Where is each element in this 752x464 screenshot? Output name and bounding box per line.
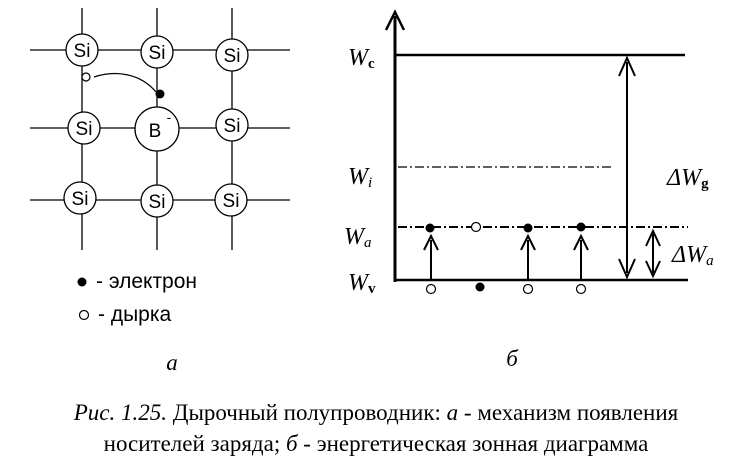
valence-electron (475, 282, 485, 292)
caption-fig-number: Рис. 1.25. (73, 400, 167, 425)
si-atom: Si (215, 38, 249, 72)
transfer-curve (93, 72, 157, 93)
lattice-hole (81, 72, 91, 82)
excitation-arrow (423, 233, 439, 280)
lattice-diagram: Si Si Si Si B - Si Si Si (30, 8, 290, 375)
si-atom: Si (214, 183, 248, 217)
legend-hole-marker (78, 309, 90, 321)
caption-b-letter: б (285, 431, 298, 456)
caption-a-text: - механизм появления (463, 400, 679, 425)
svg-text:B: B (149, 121, 162, 142)
label-wc: Wc (348, 45, 375, 72)
label-delta-wa: ΔWa (671, 242, 714, 269)
legend: - электрон - дырка (77, 270, 197, 326)
lattice-electron (155, 89, 165, 99)
svg-text:Si: Si (76, 119, 93, 140)
svg-text:Si: Si (149, 192, 166, 213)
excitation-arrow (573, 233, 589, 280)
excitation-arrow (520, 233, 536, 280)
svg-text:Si: Si (224, 46, 241, 67)
svg-text:Si: Si (223, 191, 240, 212)
acceptor-empty-state (470, 221, 482, 233)
acceptor-electron (425, 223, 435, 233)
valence-hole (522, 283, 534, 295)
activation-energy-arrow (645, 228, 661, 279)
valence-hole (575, 283, 587, 295)
impurity-charge: - (167, 109, 172, 125)
panel-label-b: б (506, 346, 519, 371)
si-atom: Si (215, 108, 249, 142)
valence-hole (425, 283, 437, 295)
caption-title: Дырочный полупроводник: (172, 400, 441, 425)
caption-line2-text: носителей заряда; (103, 431, 281, 456)
legend-electron-marker (77, 277, 87, 287)
label-wv: Wv (348, 270, 376, 297)
caption-a-letter: а (446, 400, 459, 425)
boron-atom: B - (134, 106, 180, 152)
si-atom: Si (67, 111, 101, 145)
caption-b-text: - энергетическая зонная диаграмма (303, 431, 649, 456)
svg-text:Si: Si (149, 43, 166, 64)
band-diagram: Wc Wi Wa Wv ΔWg (344, 9, 714, 371)
acceptor-electron (523, 223, 533, 233)
svg-text:Si: Si (72, 189, 89, 210)
energy-axis-arrowhead (384, 9, 406, 31)
band-gap-arrow (618, 55, 636, 280)
legend-hole-label: - дырка (98, 303, 172, 326)
si-atom: Si (63, 181, 97, 215)
si-atom: Si (140, 184, 174, 218)
label-wa: Wa (344, 224, 372, 251)
si-atom: Si (140, 35, 174, 69)
legend-electron-label: - электрон (96, 270, 197, 293)
si-atom: Si (65, 33, 99, 67)
svg-text:Si: Si (74, 41, 91, 62)
svg-text:Si: Si (224, 116, 241, 137)
acceptor-electron (576, 222, 586, 232)
label-delta-wg: ΔWg (666, 165, 709, 192)
caption-line-2: носителей заряда; б - энергетическая зон… (0, 429, 752, 459)
label-wi: Wi (348, 164, 372, 191)
panel-label-a: а (166, 350, 178, 375)
caption-line-1: Рис. 1.25. Дырочный полупроводник: а - м… (0, 398, 752, 428)
